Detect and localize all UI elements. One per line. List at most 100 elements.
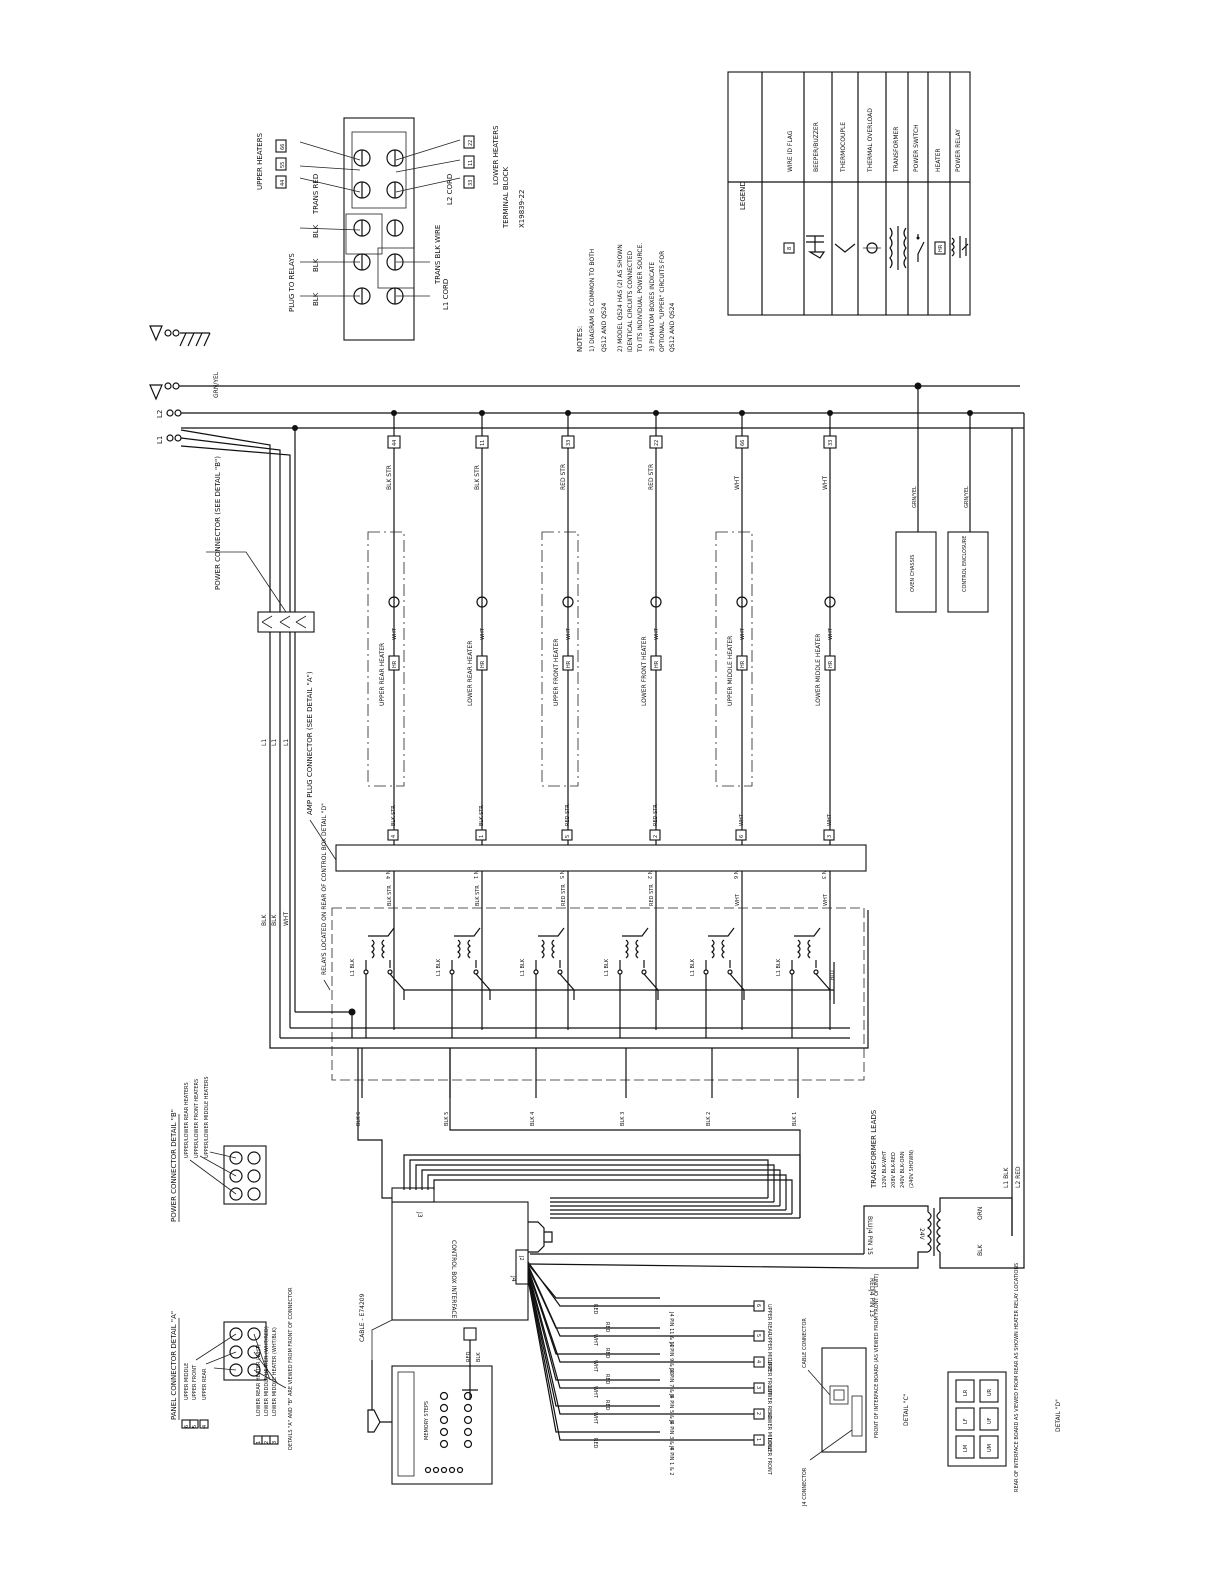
detail-c-j4-connector: J4 CONNECTOR — [802, 1467, 808, 1507]
tb-title: TERMINAL BLOCK — [502, 166, 510, 229]
heater-top-wire-4: RED STR — [648, 464, 655, 490]
connector-pin — [229, 1363, 243, 1377]
connector-wire-6: WHT — [827, 813, 833, 826]
legend-label-beeper-buzzer: BEEPER/BUZZER — [813, 122, 820, 172]
chassis-wire-1: GRN/YEL — [912, 486, 918, 508]
j4-flag-3: 4 — [755, 1360, 761, 1363]
pin-flag-1: 4 — [391, 835, 397, 838]
j4-pin-1: J4 PIN 11 & 12 — [668, 1311, 674, 1348]
tb-trans-red: TRANS RED — [312, 174, 320, 215]
keypad-button[interactable] — [439, 1427, 449, 1437]
tb-flag-left-44: 44 — [280, 180, 286, 186]
thermal-overload-icon — [863, 242, 881, 254]
relay-wire-3: RED STR — [561, 884, 567, 906]
legend-label-heater: HEATER — [935, 148, 942, 172]
j4-wire2-2: RED — [604, 1322, 610, 1333]
power-supply: GRN/YEL L2 L1 POWER CONNECTOR (SEE DETAI… — [149, 325, 1025, 1238]
heater-flag-2: 11 — [480, 440, 486, 446]
wire-blk-b: BLK — [271, 914, 278, 926]
j4-flag-2: 5 — [755, 1334, 761, 1337]
heater-top-wire-6: WHT — [822, 476, 829, 490]
keypad-button[interactable] — [439, 1439, 449, 1449]
j4-flag-4: 3 — [755, 1386, 761, 1389]
amp-pin-4: PIN 2 — [646, 866, 652, 879]
detail-c: CABLE CONNECTOR J4 CONNECTOR FRONT OF IN… — [802, 1274, 910, 1507]
keypad-button[interactable] — [463, 1439, 473, 1449]
j4-pin-2: J4 PIN 9 & 10 — [668, 1341, 674, 1375]
keypad-button[interactable] — [463, 1415, 473, 1425]
detail-a-flag-2: 2 — [264, 1441, 270, 1444]
tx-wire-red: RED — [868, 1278, 875, 1291]
heater-box — [715, 531, 753, 787]
j4-name-5: LOWER MIDDLE — [766, 1412, 772, 1451]
note-line-4: IDENTICAL CIRCUITS CONNECTED — [627, 250, 634, 352]
relay-blk-6: BLK 1 — [792, 1112, 798, 1126]
display-label: MEMORY STEPS — [424, 1401, 430, 1440]
detail-a-flag-6: 6 — [184, 1425, 190, 1428]
note-line-5: TO ITS INDIVIDUAL POWER SOURCE. — [637, 243, 644, 353]
heater-hr-flag: HR — [654, 660, 660, 668]
j4-pin-3: J4 PIN 7 & 8 — [668, 1367, 674, 1398]
legend-title: LEGEND — [739, 181, 747, 210]
heater-flag-3: 33 — [566, 440, 572, 446]
connector-pin — [247, 1187, 261, 1201]
j4-pin-4: J4 PIN 5 & 6 — [668, 1393, 674, 1424]
connector-wire-3: RED STR — [565, 804, 571, 826]
wire-blk-a: BLK — [261, 914, 268, 926]
indicator-led — [448, 1466, 456, 1474]
power-switch-icon — [916, 234, 925, 262]
tb-l1-cord: L1 CORD — [442, 279, 450, 310]
keypad-button[interactable] — [439, 1403, 449, 1413]
keypad-button[interactable] — [463, 1427, 473, 1437]
heater-wht-label: WHT — [654, 627, 660, 640]
tb-flag-left-55: 55 — [280, 162, 286, 168]
relay-l1-6: L1 BLK — [776, 958, 782, 976]
connector-pin — [229, 1151, 243, 1165]
heater-name-2: LOWER REAR HEATER — [467, 641, 474, 706]
detail-a-flag-5: 5 — [192, 1425, 198, 1428]
power-relay-icon — [533, 927, 565, 975]
indicator-led — [456, 1466, 464, 1474]
keypad-button[interactable] — [463, 1403, 473, 1413]
pin-flag-2: 1 — [479, 835, 485, 838]
tb-upper-heaters: UPPER HEATERS — [256, 132, 264, 190]
relay-l1-4: L1 BLK — [604, 958, 610, 976]
relay-location-LM: LM — [963, 1445, 969, 1452]
power-relay-icon — [363, 927, 395, 975]
tx-wire-blu: BLU — [866, 1216, 873, 1228]
keypad-button[interactable] — [463, 1391, 473, 1401]
heater-hr-flag: HR — [480, 660, 486, 668]
detail-a-flag-3: 3 — [272, 1441, 278, 1444]
ground-label: GRN/YEL — [213, 371, 220, 398]
amp-pin-6: PIN 3 — [820, 866, 826, 879]
pin-flag-5: 6 — [739, 835, 745, 838]
connector-pin — [247, 1363, 261, 1377]
detail-a-item-4: LOWER REAR HEATER (WHT) — [256, 1344, 262, 1416]
power-relay-icon — [951, 236, 969, 258]
detail-a-item-3: UPPER REAR — [202, 1368, 208, 1400]
power-relay-icon — [789, 927, 821, 975]
amp-pin-5: PIN 6 — [732, 866, 738, 879]
note-line-7: OPTIONAL "UPPER" CIRCUITS FOR — [659, 251, 666, 352]
chassis-label-1: OVEN CHASSIS — [910, 555, 916, 592]
pin-flag-4: 2 — [653, 835, 659, 838]
j4-wire2-3: RED — [604, 1348, 610, 1359]
keypad-button[interactable] — [439, 1391, 449, 1401]
power-relay-icon — [703, 927, 735, 975]
detail-a-flag-4: 4 — [202, 1425, 208, 1428]
heater-name-5: UPPER MIDDLE HEATER — [727, 636, 734, 706]
legend-flag-glyph: 8 — [787, 247, 793, 250]
transformer-icon — [889, 226, 907, 270]
wire-id-flag-icon: 8 — [783, 242, 795, 254]
indicator-led — [440, 1466, 448, 1474]
tb-flag-right-22: 22 — [468, 140, 474, 146]
relay-blk-1: BLK 6 — [356, 1112, 362, 1126]
tx-wire-j4-pin13: J4 PIN 13 — [868, 1289, 875, 1317]
keypad-button[interactable] — [439, 1415, 449, 1425]
detail-b: POWER CONNECTOR DETAIL "B" UPPER/LOWER R… — [170, 1076, 267, 1222]
detail-b-title: POWER CONNECTOR DETAIL "B" — [170, 1109, 178, 1222]
